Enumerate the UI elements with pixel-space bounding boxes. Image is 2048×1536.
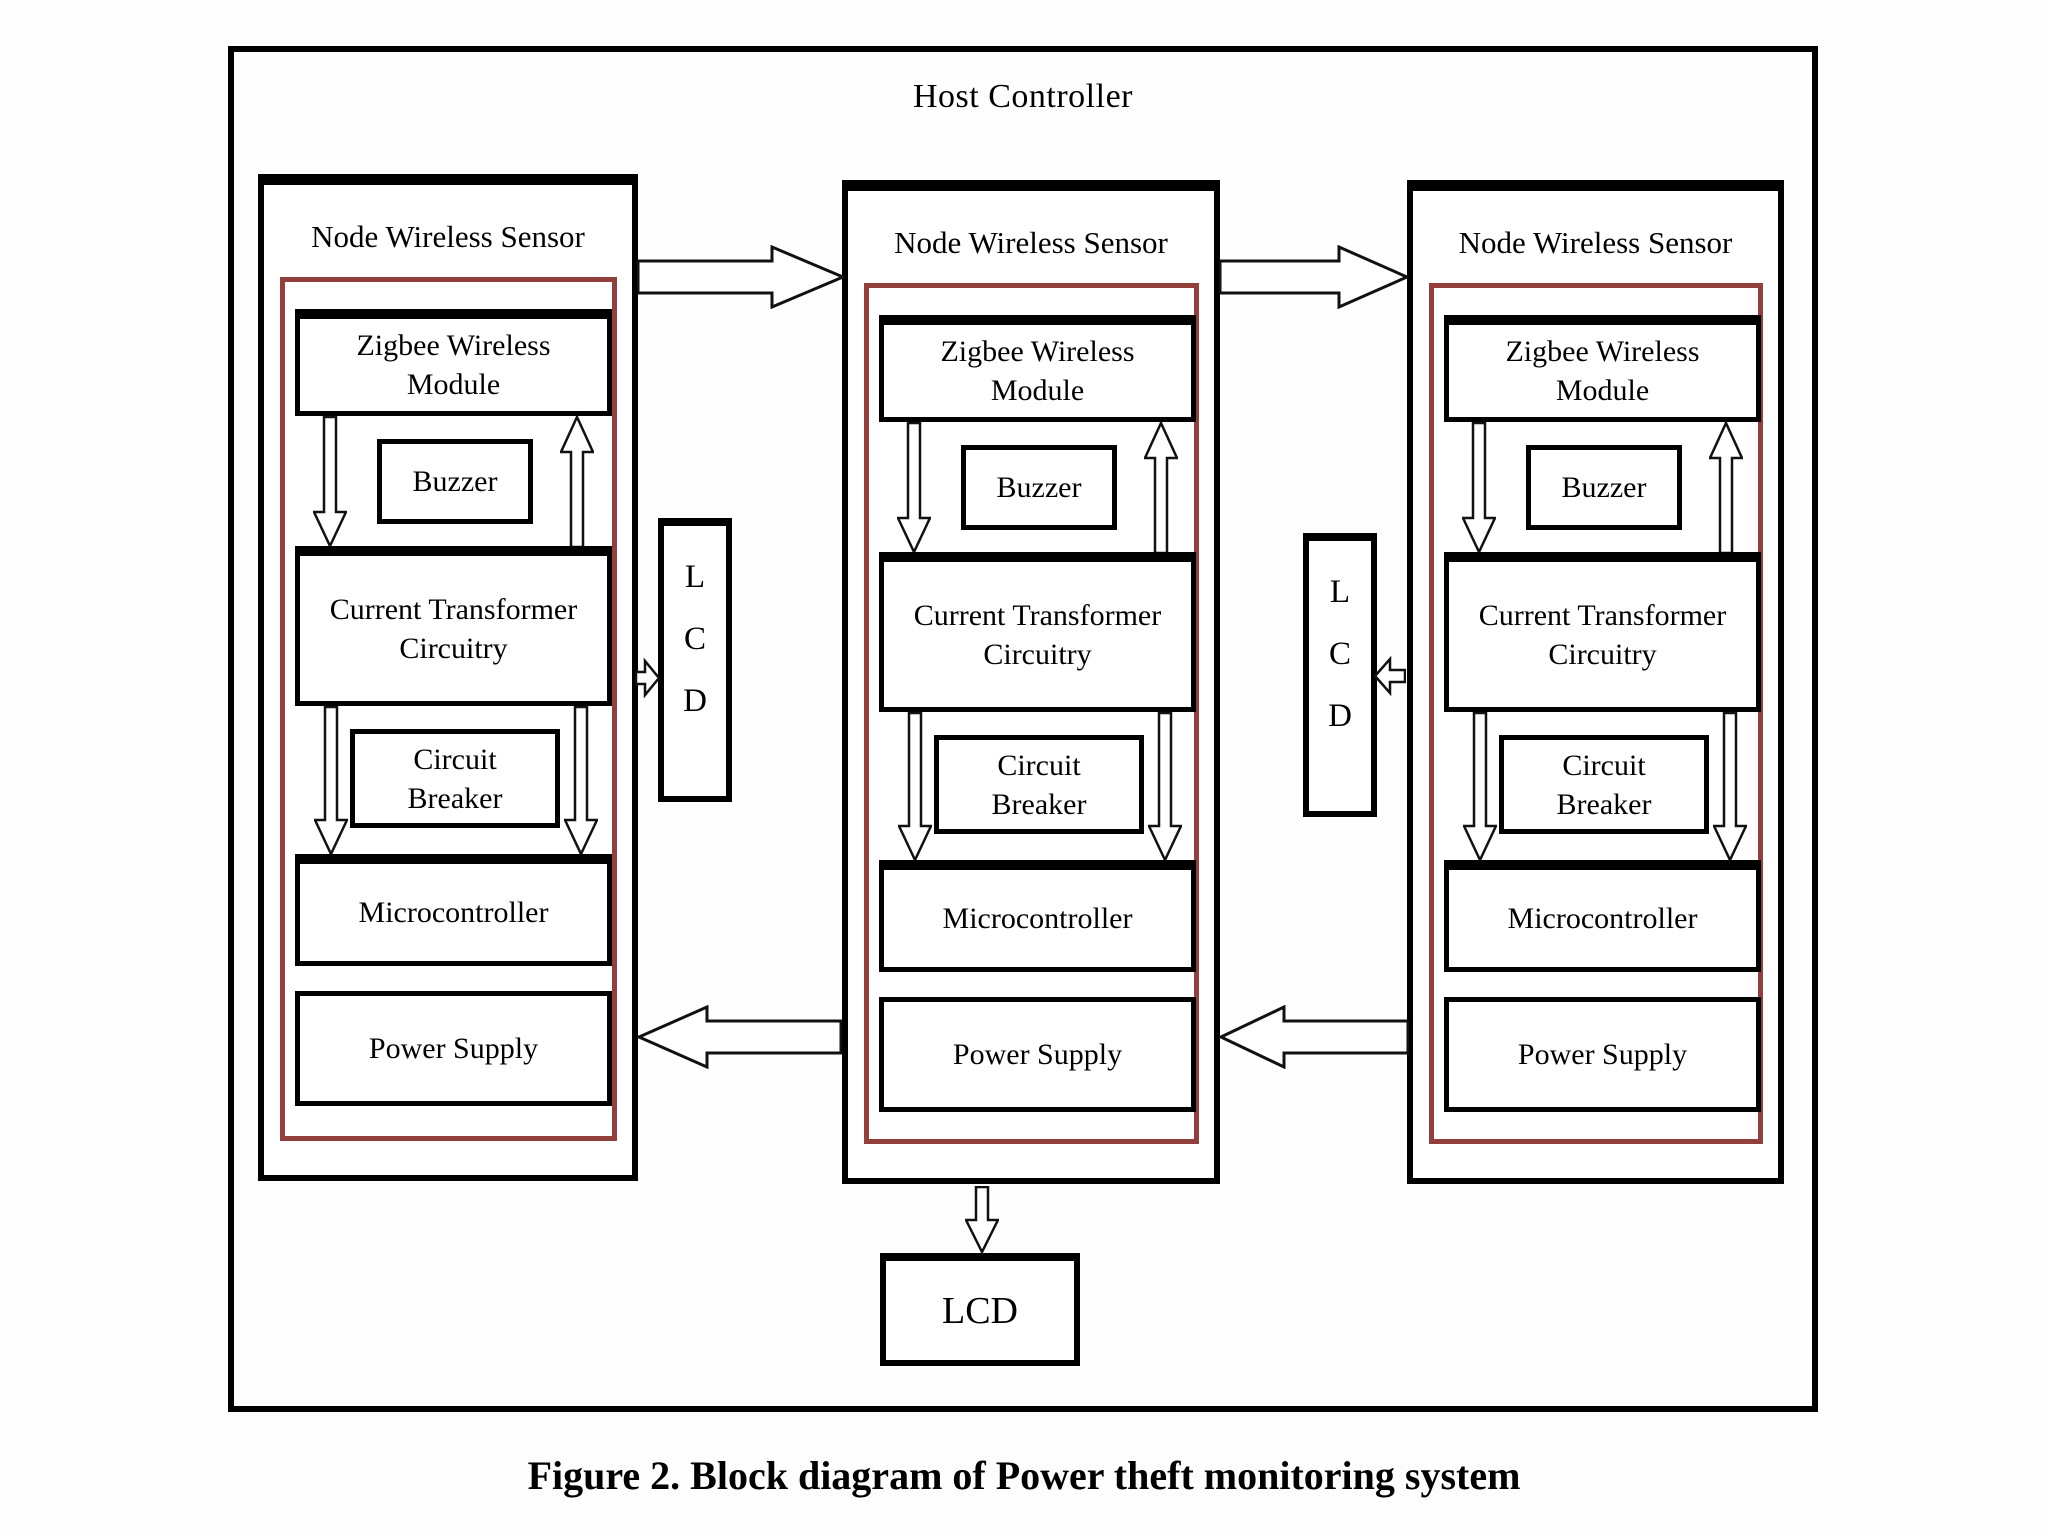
lcd-left-letter-l: L [684, 559, 706, 595]
node-1-inner-frame [280, 277, 617, 1141]
lcd-right-letter-d: D [1328, 698, 1352, 734]
node-2-buzzer-box: Buzzer [961, 445, 1117, 530]
node-1-arrow-ct-to-zigbee-icon [560, 415, 594, 548]
arrow-node2-to-lcd-bottom-icon [965, 1186, 999, 1254]
node-1-arrow-ct-to-micro-right-icon [564, 706, 598, 856]
node-1-zigbee-module-box: Zigbee Wireless Module [295, 309, 612, 416]
node-3-current-transformer-box: Current Transformer Circuitry [1444, 552, 1761, 712]
node-3-title: Node Wireless Sensor [1458, 225, 1733, 260]
node-3-arrow-zigbee-to-ct-icon [1462, 422, 1496, 554]
node-2-title: Node Wireless Sensor [894, 225, 1168, 260]
arrow-node3-to-lcd-right-icon [1374, 653, 1406, 699]
node-3-inner-frame [1429, 283, 1763, 1144]
node-2: Node Wireless Sensor Zigbee Wireless Mod… [842, 180, 1220, 1184]
node-1-circuit-breaker-box: Circuit Breaker [350, 729, 560, 828]
lcd-right-letter-c: C [1328, 636, 1351, 672]
lcd-left-letter-c: C [683, 621, 706, 657]
lcd-bottom-label: LCD [942, 1289, 1018, 1332]
node-3-buzzer-box: Buzzer [1526, 445, 1682, 530]
node-3-arrow-ct-to-micro-left-icon [1463, 712, 1497, 862]
arrow-node2-to-node3-icon [1219, 245, 1409, 309]
node-1-arrow-zigbee-to-ct-icon [313, 416, 347, 548]
node-1-arrow-ct-to-micro-left-icon [314, 706, 348, 856]
node-3-circuit-breaker-box: Circuit Breaker [1499, 735, 1709, 834]
figure-caption: Figure 2. Block diagram of Power theft m… [527, 1453, 1521, 1498]
node-3: Node Wireless Sensor Zigbee Wireless Mod… [1407, 180, 1784, 1184]
node-2-zigbee-module-box: Zigbee Wireless Module [879, 315, 1196, 422]
lcd-panel-right: L C D [1303, 533, 1377, 817]
lcd-panel-bottom: LCD [880, 1253, 1080, 1366]
arrow-node1-to-node2-icon [637, 245, 845, 309]
arrow-node2-to-node1-icon [637, 1005, 842, 1069]
node-1-buzzer-box: Buzzer [377, 439, 533, 524]
node-1: Node Wireless Sensor Zigbee Wireless Mod… [258, 174, 638, 1181]
lcd-right-letter-l: L [1329, 574, 1351, 610]
node-2-current-transformer-box: Current Transformer Circuitry [879, 552, 1196, 712]
lcd-panel-left: L C D [658, 518, 732, 802]
lcd-left-letter-d: D [683, 683, 707, 719]
node-3-arrow-ct-to-zigbee-icon [1709, 421, 1743, 554]
node-1-current-transformer-box: Current Transformer Circuitry [295, 546, 612, 706]
node-2-microcontroller-box: Microcontroller [879, 860, 1196, 972]
node-2-arrow-ct-to-zigbee-icon [1144, 421, 1178, 554]
node-3-power-supply-box: Power Supply [1444, 997, 1761, 1112]
node-3-microcontroller-box: Microcontroller [1444, 860, 1761, 972]
host-controller-label: Host Controller [913, 78, 1133, 115]
node-2-power-supply-box: Power Supply [879, 997, 1196, 1112]
arrow-node3-to-node2-icon [1219, 1005, 1409, 1069]
node-3-arrow-ct-to-micro-right-icon [1713, 712, 1747, 862]
node-2-arrow-zigbee-to-ct-icon [897, 422, 931, 554]
node-2-arrow-ct-to-micro-left-icon [898, 712, 932, 862]
node-1-power-supply-box: Power Supply [295, 991, 612, 1106]
arrow-node1-to-lcd-left-icon [635, 655, 660, 701]
node-1-microcontroller-box: Microcontroller [295, 854, 612, 966]
node-1-title: Node Wireless Sensor [311, 219, 585, 254]
node-3-zigbee-module-box: Zigbee Wireless Module [1444, 315, 1761, 422]
node-2-circuit-breaker-box: Circuit Breaker [934, 735, 1144, 834]
node-2-inner-frame [864, 283, 1199, 1144]
node-2-arrow-ct-to-micro-right-icon [1148, 712, 1182, 862]
